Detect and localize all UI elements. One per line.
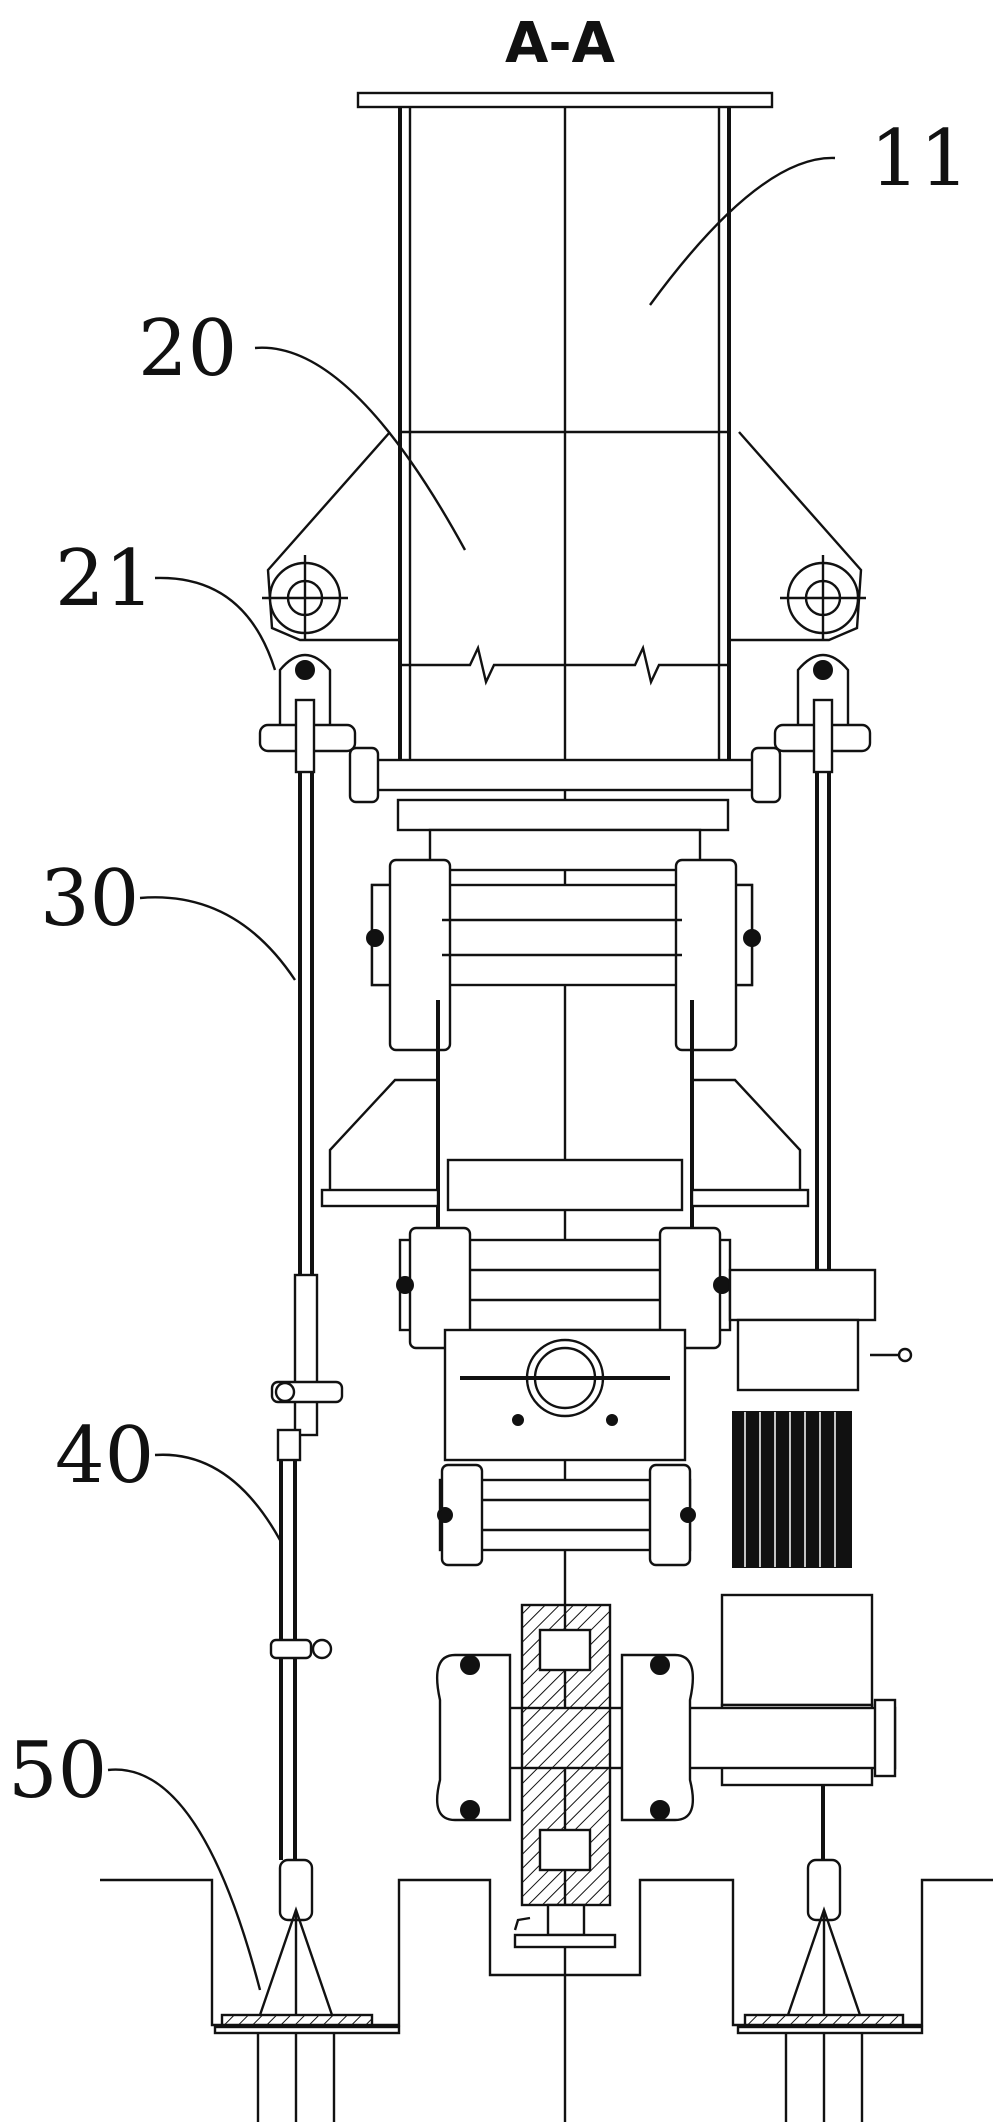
leader-30 <box>139 896 296 981</box>
clevis-21-right <box>773 653 872 774</box>
rail <box>513 1903 617 1949</box>
third-roller-frame <box>437 1463 696 1567</box>
callout-11: 11 <box>870 114 969 204</box>
leader-40 <box>154 1453 282 1541</box>
leader-21 <box>154 576 277 671</box>
rail-wheel <box>435 1603 695 1907</box>
hanger-plates-20 <box>262 431 866 642</box>
callout-30: 30 <box>40 854 139 944</box>
lower-wheel-frame <box>396 1226 732 1350</box>
callout-40: 40 <box>55 1411 154 1501</box>
callout-50: 50 <box>8 1726 107 1816</box>
anchor-base-50-left <box>213 1858 401 2122</box>
section-title: A-A <box>505 11 616 76</box>
cylinder-11 <box>356 91 774 760</box>
upper-wheel-frame <box>366 798 761 1052</box>
gear-box <box>443 1328 687 1462</box>
cylinder-bottom-flange <box>358 758 772 792</box>
callout-20: 20 <box>138 304 237 394</box>
leader-11 <box>649 156 836 306</box>
middle-body <box>320 1000 810 1280</box>
leader-50 <box>107 1768 262 1991</box>
callout-21: 21 <box>55 534 154 624</box>
clevis-21-left <box>258 653 357 774</box>
anchor-base-50-right <box>736 1858 924 2122</box>
leader-20 <box>254 346 467 551</box>
axle-end-cap <box>873 1698 897 1778</box>
lower-tie-rod-40 <box>269 1273 344 1860</box>
ground-profile <box>100 1878 993 2027</box>
